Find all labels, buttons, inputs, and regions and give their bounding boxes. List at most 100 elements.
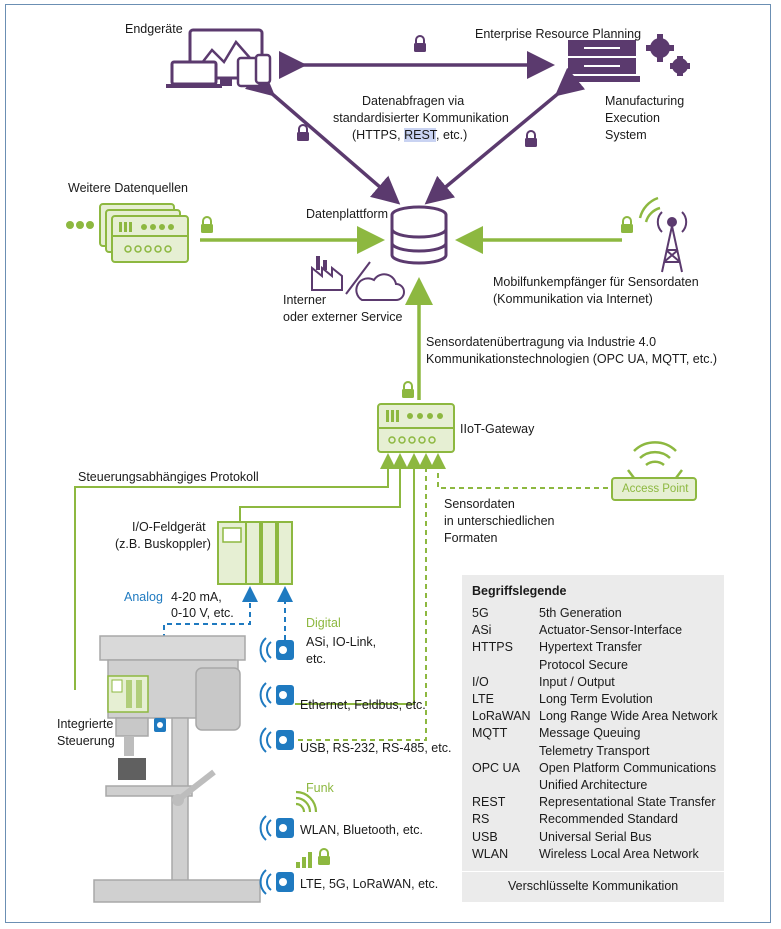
label-integrierte-1: Integrierte xyxy=(57,717,114,731)
legend-description: Input / Output xyxy=(539,674,615,689)
label-digital: Digital xyxy=(306,616,341,630)
label-mes-2: Execution xyxy=(605,111,660,125)
gear-icon xyxy=(646,34,690,76)
label-datenabfragen-2: standardisierter Kommunikation xyxy=(333,111,509,125)
label-sensordaten-2: in unterschiedlichen xyxy=(444,514,555,528)
legend-abbreviation: HTTPS xyxy=(472,640,513,655)
legend-abbreviation: REST xyxy=(472,795,506,810)
label-sensordaten-3: Formaten xyxy=(444,531,498,545)
label-datenplattform: Datenplattform xyxy=(306,207,388,221)
label-protocols: (HTTPS, REST, etc.) xyxy=(352,127,467,144)
lock-icon xyxy=(524,130,538,148)
lock-icon xyxy=(317,848,331,866)
legend-abbreviation: RS xyxy=(472,812,490,827)
label-sensorueb-1: Sensordatenübertragung via Industrie 4.0 xyxy=(426,335,657,349)
antenna-icon xyxy=(656,211,688,273)
legend-abbreviation: I/O xyxy=(472,674,489,689)
legend-abbreviation: ASi xyxy=(472,623,492,638)
label-wlan: WLAN, Bluetooth, etc. xyxy=(300,823,423,837)
devices-icon xyxy=(166,28,272,88)
gateway-icon xyxy=(377,403,455,453)
arrow-erp-platform xyxy=(424,67,586,205)
drill-press-icon xyxy=(93,635,261,903)
label-weitere: Weitere Datenquellen xyxy=(68,181,188,195)
label-analog-1: 4-20 mA, xyxy=(171,590,222,604)
diagram-frame xyxy=(5,4,771,923)
legend-row: OPC UA Open Platform Communications xyxy=(472,760,716,777)
legend-description: Telemetry Transport xyxy=(539,743,650,758)
label-mes-1: Manufacturing xyxy=(605,94,685,108)
legend-row: 5G 5th Generation xyxy=(472,605,622,622)
legend-row: MQTT Message Queuing xyxy=(472,725,640,742)
label-mobilfunk-1: Mobilfunkempfänger für Sensordaten xyxy=(493,275,699,289)
label-asi-2: etc. xyxy=(306,652,327,666)
label-integrierte-2: Steuerung xyxy=(57,734,115,748)
sensor-icon xyxy=(259,815,295,841)
label-protokoll: Steuerungsabhängiges Protokoll xyxy=(78,470,259,484)
legend-abbreviation: LoRaWAN xyxy=(472,709,531,724)
arrow-devices-platform xyxy=(244,67,401,205)
legend-abbreviation: OPC UA xyxy=(472,760,520,775)
label-endgeraete: Endgeräte xyxy=(125,22,183,36)
label-funk: Funk xyxy=(306,781,334,795)
lock-icon xyxy=(401,381,415,399)
label-rest: REST xyxy=(404,128,437,142)
legend-abbreviation: MQTT xyxy=(472,726,508,741)
legend-description: Long Range Wide Area Network xyxy=(539,709,718,724)
label-erp: Enterprise Resource Planning xyxy=(475,27,642,41)
label-mobilfunk-2: (Kommunikation via Internet) xyxy=(493,292,653,306)
legend-description: Open Platform Communications xyxy=(539,760,717,775)
legend-description: Protocol Secure xyxy=(539,657,628,672)
lock-icon xyxy=(200,216,214,234)
legend-row: LoRaWAN Long Range Wide Area Network xyxy=(472,708,718,725)
legend-row: LTE Long Term Evolution xyxy=(472,691,653,708)
label-analog-2: 0-10 V, etc. xyxy=(171,606,234,620)
legend-footer: Verschlüsselte Kommunikation xyxy=(462,871,724,903)
label-access-point: Access Point xyxy=(622,483,689,495)
antenna-icon xyxy=(638,196,661,223)
sensor-icon xyxy=(154,718,166,732)
label-gateway: IIoT-Gateway xyxy=(460,422,535,436)
label-io-feld-1: I/O-Feldgerät xyxy=(132,520,206,534)
io-module-icon xyxy=(66,203,189,263)
legend-row: HTTPS Hypertext Transfer xyxy=(472,639,642,656)
lock-icon xyxy=(620,216,634,234)
line-ethernet xyxy=(295,453,422,705)
label-analog: Analog xyxy=(124,590,163,604)
legend-description: Universal Serial Bus xyxy=(539,829,652,844)
legend-row: I/O Input / Output xyxy=(472,674,615,691)
legend-description: Hypertext Transfer xyxy=(539,640,642,655)
label-lte: LTE, 5G, LoRaWAN, etc. xyxy=(300,877,439,891)
line-access-point xyxy=(430,453,608,489)
wifi-icon xyxy=(296,852,312,868)
legend-description: Long Term Evolution xyxy=(539,692,653,706)
access-point-box xyxy=(611,477,697,501)
legend-description: 5th Generation xyxy=(539,606,622,620)
io-module-icon xyxy=(217,521,293,585)
label-mes-3: System xyxy=(605,128,647,142)
server-icon xyxy=(564,40,640,82)
legend-row: ASi Actuator-Sensor-Interface xyxy=(472,622,682,639)
sensor-icon xyxy=(259,727,295,753)
legend-row: Protocol Secure xyxy=(472,657,628,674)
label-usb: USB, RS-232, RS-485, etc. xyxy=(300,741,452,755)
label-etc: , etc.) xyxy=(436,128,468,142)
legend-abbreviation: LTE xyxy=(472,692,494,706)
wifi-icon xyxy=(295,790,318,813)
line-usb xyxy=(298,453,434,741)
label-https: (HTTPS, xyxy=(352,128,405,142)
legend-abbreviation: 5G xyxy=(472,606,489,620)
legend-description: Wireless Local Area Network xyxy=(539,846,699,861)
legend-row: Telemetry Transport xyxy=(472,743,649,760)
wifi-icon xyxy=(627,441,683,479)
legend-description: Message Queuing xyxy=(539,726,641,741)
label-io-feld-2: (z.B. Buskoppler) xyxy=(115,537,211,551)
lock-icon xyxy=(413,35,427,53)
label-interner-2: oder externer Service xyxy=(283,310,403,324)
legend-description: Actuator-Sensor-Interface xyxy=(539,623,683,638)
